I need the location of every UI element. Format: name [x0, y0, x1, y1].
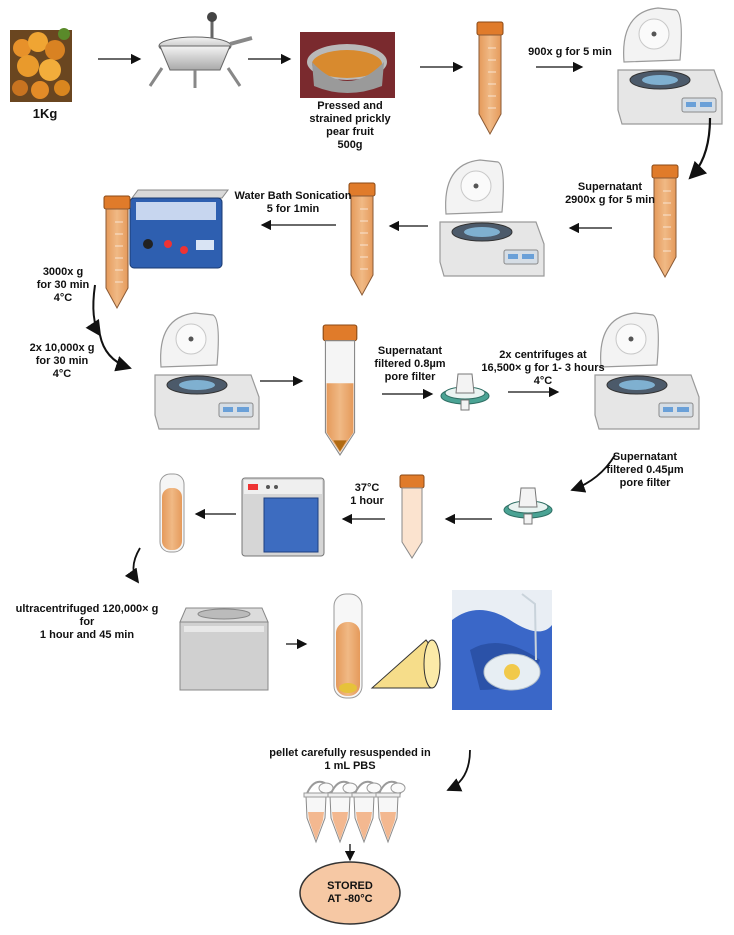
centrifuge-icon	[439, 159, 545, 277]
falcon-tube-light-icon	[399, 474, 425, 559]
stored-label: STORED AT -80°C	[327, 880, 373, 905]
incubator-icon	[241, 477, 325, 557]
microtube-icon	[327, 780, 358, 843]
spin4-label: 2x 10,000x g for 30 min 4°C	[29, 342, 95, 380]
syringe-filter-icon	[503, 487, 553, 525]
curved-arrow-6	[446, 749, 471, 792]
centrifuge-icon	[154, 312, 260, 430]
spin1-label: 900x g for 5 min	[528, 46, 612, 58]
spin3-label: 3000x g for 30 min 4°C	[36, 266, 90, 304]
filter1-label: Supernatant filtered 0.8µm pore filter	[374, 345, 446, 383]
microtube-icon	[375, 780, 406, 843]
centrifuge-icon	[617, 7, 723, 125]
pellet-cone-icon	[370, 639, 441, 689]
curved-arrow-4	[570, 454, 616, 493]
curved-arrow-5	[124, 547, 141, 584]
food-mill-icon	[148, 12, 253, 88]
sonicator-icon	[129, 189, 229, 269]
microtube-icon	[303, 780, 334, 843]
test-tube-icon	[159, 473, 185, 553]
test-tube-pellet-icon	[333, 593, 363, 699]
falcon-tube-icon	[476, 21, 504, 135]
microtube-icon	[351, 780, 382, 843]
ultracentrifuge-icon	[179, 607, 269, 691]
filter2-label: Supernatant filtered 0.45µm pore filter	[606, 451, 684, 489]
start-mass-label: 1Kg	[32, 106, 58, 121]
incubation-label: 37°C 1 hour	[350, 482, 384, 507]
large-falcon-tube-icon	[322, 324, 358, 456]
spin5-label: 2x centrifuges at 16,500× g for 1- 3 hou…	[481, 349, 605, 387]
pressed-label: Pressed and strained prickly pear fruit …	[309, 100, 391, 151]
stored-badge	[299, 861, 401, 925]
sonication-label: Water Bath Sonication 5 for 1min	[234, 190, 352, 215]
curved-arrow-1	[688, 117, 712, 180]
curved-arrow-3	[99, 334, 132, 372]
centrifuge-icon	[594, 312, 700, 430]
pot-photo-icon	[300, 32, 395, 98]
ultracentrifuge-label: ultracentrifuged 120,000× g for 1 hour a…	[15, 603, 159, 641]
fruit-photo-icon	[10, 28, 72, 102]
resuspend-label: pellet carefully resuspended in 1 mL PBS	[269, 747, 431, 772]
curved-arrow-2	[85, 284, 102, 337]
spin2-label: Supernatant 2900x g for 5 min	[565, 181, 655, 206]
gloved-hand-photo-icon	[452, 590, 552, 710]
falcon-tube-icon	[103, 195, 131, 309]
